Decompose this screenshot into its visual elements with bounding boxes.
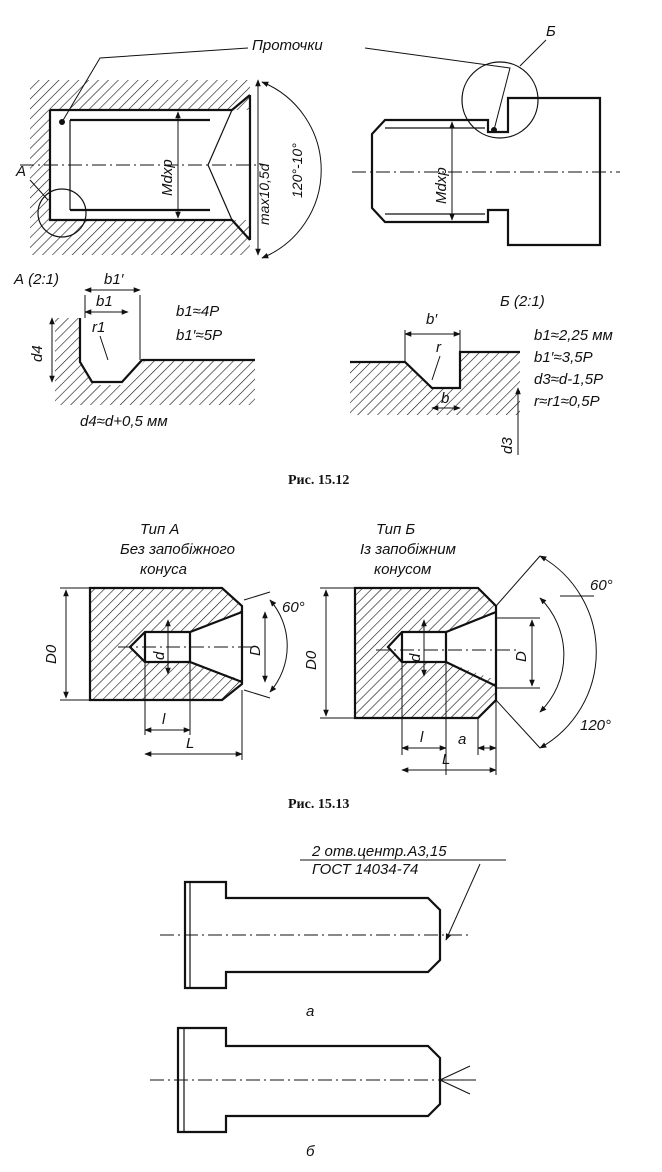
type-b-title-3: конусом — [374, 561, 431, 578]
center-hole-type-a: Тип А Без запобіжного конуса D0 d D 60° … — [43, 521, 305, 760]
dim-b1: b1 — [96, 293, 113, 310]
type-b-title-2: Із запобіжним — [360, 541, 456, 558]
type-a-title-2: Без запобіжного — [120, 541, 235, 558]
center-hole-note-1: 2 отв.центр.А3,15 — [311, 843, 447, 860]
label-b: б — [306, 1143, 315, 1160]
bolt-view-a: 2 отв.центр.А3,15 ГОСТ 14034-74 а — [160, 843, 506, 1020]
chamfer-depth-label: max10,5d — [256, 162, 272, 225]
formula-b-2: b1′≈3,5P — [534, 349, 593, 366]
type-b-title-1: Тип Б — [376, 521, 415, 538]
detail-b: Б (2:1) b′ r b d3 b1≈2,25 мм b1′≈3,5P d3… — [350, 293, 613, 455]
grooves-label: Проточки — [252, 37, 323, 54]
detail-a: А (2:1) b1′ b1 r1 d4 b1≈4P b1′≈5P d4≈d+0… — [13, 271, 255, 430]
thread-label-hole: Mdxp — [159, 159, 176, 196]
type-b-dim-D: D — [513, 651, 530, 662]
type-a-dim-D: D — [247, 645, 264, 656]
center-hole-note-2: ГОСТ 14034-74 — [312, 861, 418, 878]
formula-b-4: r≈r1≈0,5P — [534, 393, 600, 410]
threaded-shaft-view: Mdxp Б — [352, 23, 620, 247]
countersink-angle-label: 120°-10° — [289, 143, 305, 198]
dim-b: b — [441, 390, 449, 407]
detail-b-title: Б (2:1) — [500, 293, 545, 310]
formula-a-2: b1′≈5P — [176, 327, 222, 344]
type-a-dim-d0: D0 — [43, 644, 60, 664]
type-a-dim-d: d — [151, 651, 168, 660]
type-b-dim-a: a — [458, 731, 466, 748]
type-b-dim-l: l — [420, 729, 424, 746]
type-b-angle-120: 120° — [580, 717, 611, 734]
dim-b1-prime: b1′ — [104, 271, 125, 288]
dim-r: r — [436, 339, 442, 356]
view-a-marker: А — [15, 163, 26, 180]
type-a-title-3: конуса — [140, 561, 187, 578]
detail-a-title: А (2:1) — [13, 271, 59, 288]
dim-d4: d4 — [29, 345, 46, 362]
formula-a-1: b1≈4P — [176, 303, 219, 320]
label-a: а — [306, 1003, 314, 1020]
type-b-angle-60: 60° — [590, 577, 613, 594]
type-b-dim-d0: D0 — [303, 650, 320, 670]
dim-b-prime: b′ — [426, 311, 438, 328]
caption-15-12: Рис. 15.12 — [288, 473, 349, 488]
grooves-callout: Проточки — [61, 37, 511, 131]
formula-a-3: d4≈d+0,5 мм — [80, 413, 168, 430]
fig-15-13: Тип А Без запобіжного конуса D0 d D 60° … — [43, 521, 613, 812]
type-b-dim-L: L — [442, 751, 450, 768]
type-b-dim-d: d — [407, 653, 424, 662]
dim-r1: r1 — [92, 319, 105, 336]
dim-d3: d3 — [499, 437, 516, 454]
bolt-view-b: б — [150, 1026, 480, 1160]
type-a-dim-L: L — [186, 735, 194, 752]
formula-b-3: d3≈d-1,5P — [534, 371, 603, 388]
caption-15-13: Рис. 15.13 — [288, 797, 349, 812]
type-a-angle: 60° — [282, 599, 305, 616]
thread-label-shaft: Mdxp — [433, 167, 450, 204]
view-b-marker: Б — [546, 23, 556, 40]
center-hole-type-b: Тип Б Із запобіжним конусом D0 d D 60° 1… — [303, 521, 613, 775]
formula-b-1: b1≈2,25 мм — [534, 327, 613, 344]
threaded-hole-section: Mdxp max10,5d 120°-10° А — [15, 79, 322, 259]
fig-15-14: 2 отв.центр.А3,15 ГОСТ 14034-74 а б — [150, 843, 506, 1160]
type-a-title-1: Тип А — [140, 521, 179, 538]
fig-15-12: Mdxp max10,5d 120°-10° А Проточки Mdxp Б — [13, 23, 620, 488]
type-a-dim-l: l — [162, 711, 166, 728]
